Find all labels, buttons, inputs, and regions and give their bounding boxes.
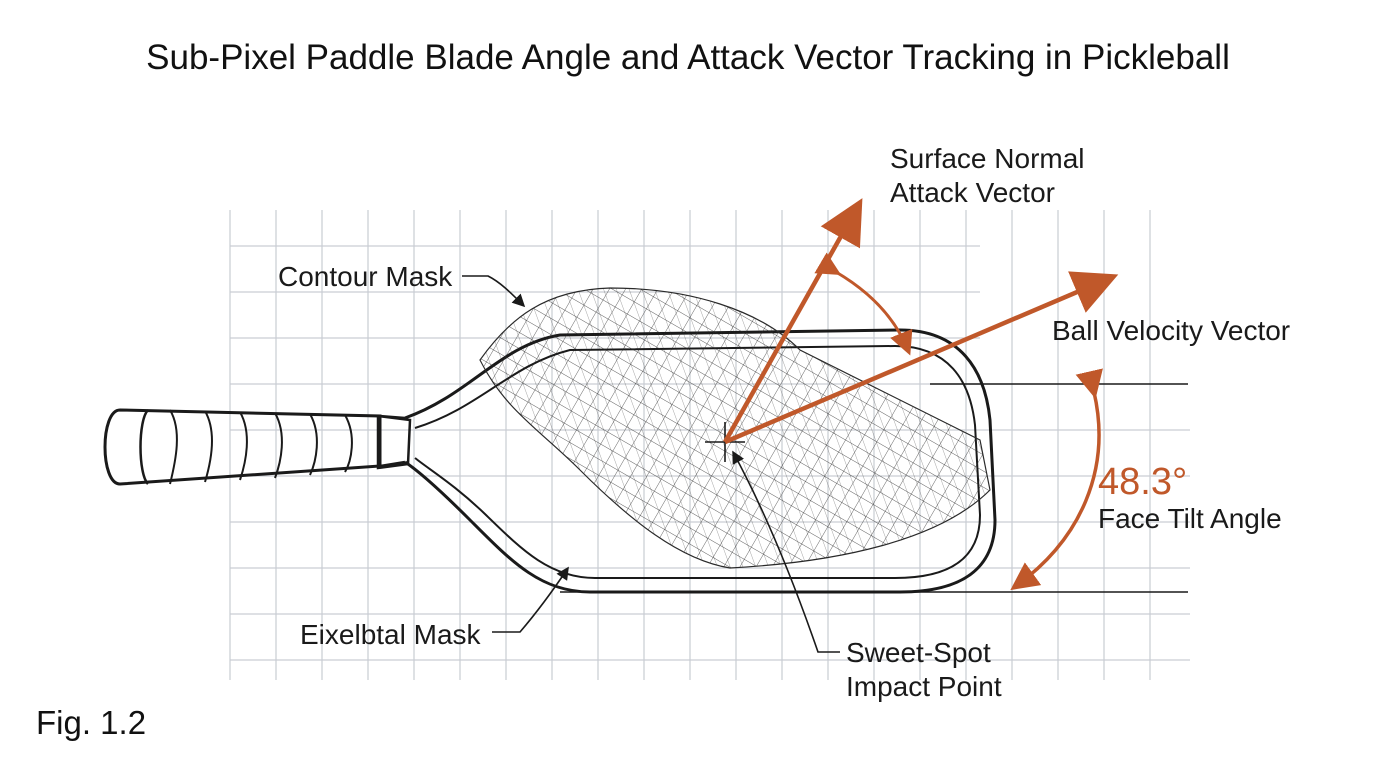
sweet-spot-label-line1: Sweet-Spot [846, 637, 991, 668]
surface-normal-label-line1: Surface Normal [890, 143, 1085, 174]
surface-normal-vector [723, 198, 863, 444]
attack-angle-arc [814, 252, 913, 356]
eixel-mask-label: Eixelbtal Mask [300, 619, 482, 650]
contour-mask-label: Contour Mask [278, 261, 453, 292]
face-tilt-angle-value: 48.3° [1098, 461, 1187, 503]
ball-velocity-label: Ball Velocity Vector [1052, 315, 1290, 346]
handle-butt-cap [139, 409, 150, 485]
sweet-spot-leader [732, 450, 840, 653]
eixel-mask-leader [492, 566, 569, 633]
face-tilt-arc [1010, 368, 1103, 591]
sweet-spot-label-line2: Impact Point [846, 671, 1002, 702]
figure-title: Sub-Pixel Paddle Blade Angle and Attack … [146, 38, 1230, 77]
grip-wraps [169, 409, 353, 485]
handle-collar [376, 414, 412, 470]
figure-caption: Fig. 1.2 [36, 704, 147, 741]
contour-mask-leader [462, 275, 526, 308]
ball-velocity-vector [724, 271, 1119, 445]
face-tilt-angle-label: Face Tilt Angle [1098, 503, 1282, 534]
surface-normal-label-line2: Attack Vector [890, 177, 1055, 208]
